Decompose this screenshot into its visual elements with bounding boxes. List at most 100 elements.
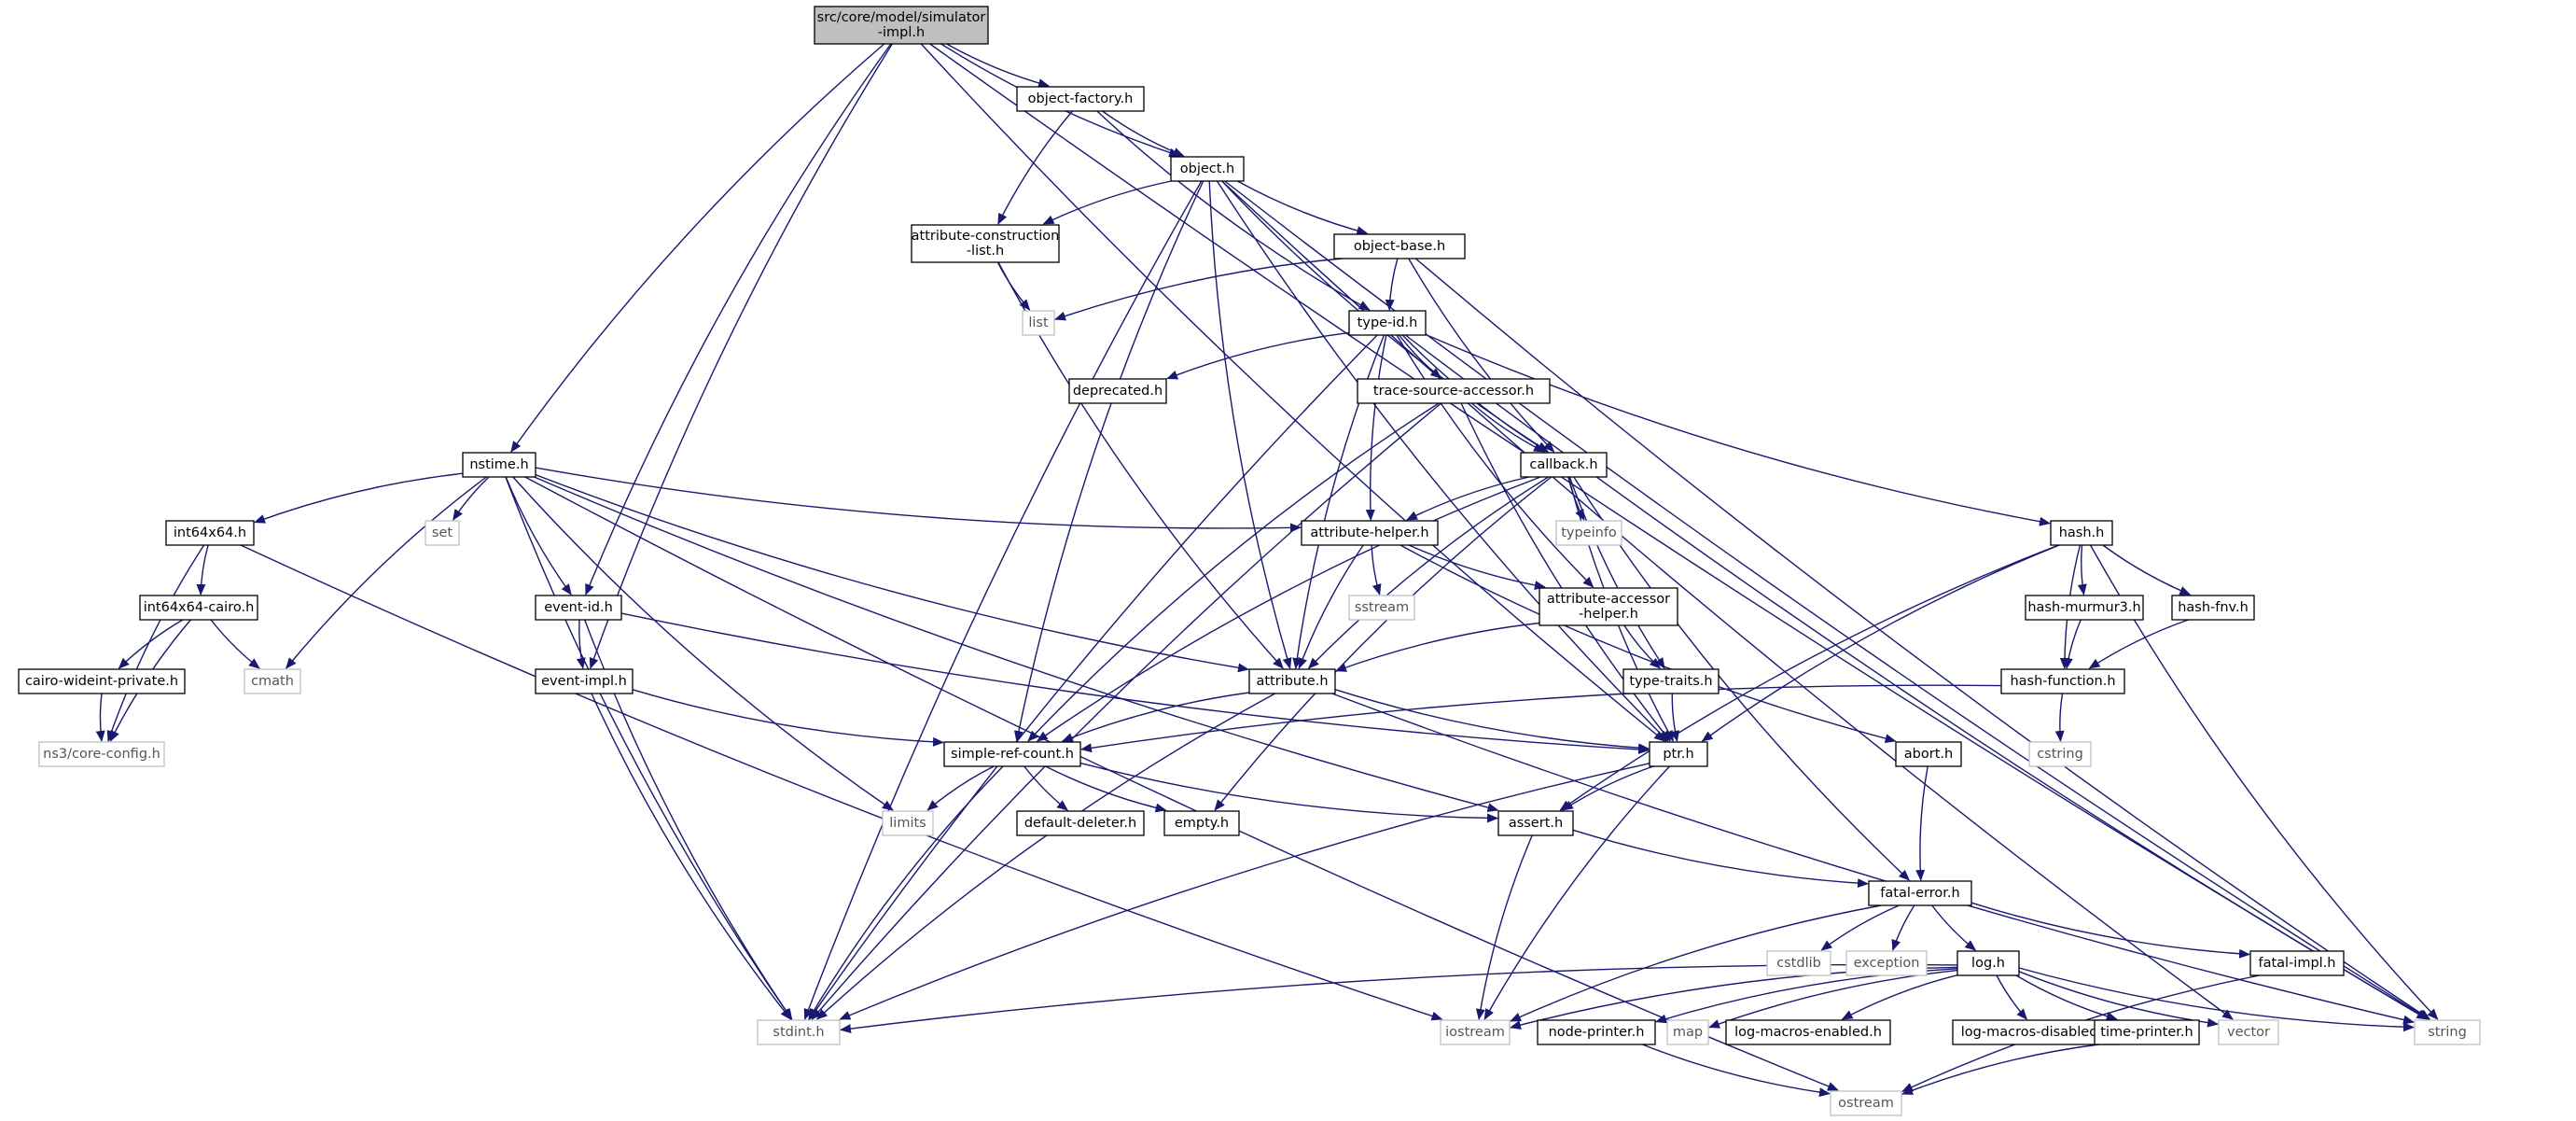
node-box-empty [1163,810,1240,836]
node-label-callback: callback.h [1529,457,1597,472]
node-log-macros-enabled[interactable]: log-macros-enabled.h [1725,1019,1891,1045]
node-box-map [1666,1019,1709,1045]
node-label-int64x64-cairo: int64x64-cairo.h [144,600,255,615]
node-attr-accessor[interactable]: attribute-accessor-helper.h [1539,587,1678,626]
node-log-macros-disabled[interactable]: log-macros-disabled.h [1952,1019,2120,1045]
node-box-attr-accessor [1539,587,1678,626]
edge-simple-ref-count-to-limits [926,765,995,811]
node-label-event-impl: event-impl.h [541,674,627,689]
node-type-traits[interactable]: type-traits.h [1622,668,1720,694]
node-limits: limits [882,810,934,836]
node-object-factory[interactable]: object-factory.h [1016,86,1145,112]
edge-abort-to-fatal-error [1915,765,1929,881]
node-label-attr-accessor: -helper.h [1579,607,1638,622]
node-attr-construction[interactable]: attribute-construction-list.h [911,224,1060,263]
node-object[interactable]: object.h [1170,156,1245,182]
node-label-hash: hash.h [2059,525,2105,540]
node-label-map: map [1673,1025,1703,1040]
edge-simple-ref-count-to-stdint [808,765,1004,1020]
node-hash[interactable]: hash.h [2050,520,2113,546]
node-box-fatal-error [1868,880,1972,906]
node-box-hash-murmur3 [2025,595,2144,621]
node-box-limits [882,810,934,836]
node-ostream: ostream [1830,1090,1902,1116]
node-int64x64-cairo[interactable]: int64x64-cairo.h [139,595,258,621]
node-abort[interactable]: abort.h [1895,741,1962,767]
node-time-printer[interactable]: time-printer.h [2094,1019,2200,1045]
node-int64x64[interactable]: int64x64.h [165,520,255,546]
node-cstring: cstring [2028,741,2092,767]
edge-log-to-vector [2018,971,2219,1028]
node-fatal-impl[interactable]: fatal-impl.h [2249,950,2345,976]
node-attribute-helper[interactable]: attribute-helper.h [1301,520,1439,546]
edge-hash-to-ptr [1701,544,2060,742]
edges [95,43,2439,1098]
node-string: string [2414,1019,2481,1045]
node-nstime[interactable]: nstime.h [462,452,536,478]
edge-event-impl-to-stdint [591,693,792,1020]
edge-trace-source-to-ptr [1460,402,1671,742]
node-object-base[interactable]: object-base.h [1333,233,1466,259]
node-label-simple-ref-count: simple-ref-count.h [951,747,1074,762]
edge-object-factory-to-attr-construction [997,110,1073,225]
node-label-log-macros-enabled: log-macros-enabled.h [1734,1025,1882,1040]
node-label-vector: vector [2227,1025,2270,1040]
node-event-impl[interactable]: event-impl.h [535,668,634,694]
node-node-printer[interactable]: node-printer.h [1537,1019,1656,1045]
node-label-cstdlib: cstdlib [1776,956,1821,971]
node-exception: exception [1845,950,1928,976]
edge-type-id-to-stdint [809,334,1378,1020]
node-default-deleter[interactable]: default-deleter.h [1016,810,1145,836]
node-label-typeinfo: typeinfo [1561,525,1617,540]
node-label-node-printer: node-printer.h [1549,1025,1645,1040]
edge-object-to-attribute [1208,180,1292,669]
node-label-abort: abort.h [1904,747,1953,762]
node-box-abort [1895,741,1962,767]
node-event-id[interactable]: event-id.h [535,595,622,621]
node-box-default-deleter [1016,810,1145,836]
node-label-fatal-error: fatal-error.h [1880,886,1959,901]
node-assert[interactable]: assert.h [1497,810,1574,836]
node-cairo-wideint[interactable]: cairo-wideint-private.h [18,668,186,694]
node-callback[interactable]: callback.h [1520,452,1608,478]
node-type-id[interactable]: type-id.h [1348,310,1427,336]
node-hash-function[interactable]: hash-function.h [2000,668,2125,694]
node-box-int64x64-cairo [139,595,258,621]
node-empty[interactable]: empty.h [1163,810,1240,836]
node-deprecated[interactable]: deprecated.h [1068,378,1167,404]
edge-type-id-to-deprecated [1166,331,1350,380]
node-hash-fnv[interactable]: hash-fnv.h [2171,595,2255,621]
node-box-ptr [1649,741,1708,767]
node-label-stdint: stdint.h [773,1025,824,1040]
node-label-ptr: ptr.h [1663,747,1693,762]
node-label-hash-fnv: hash-fnv.h [2178,600,2249,615]
node-hash-murmur3[interactable]: hash-murmur3.h [2025,595,2144,621]
edge-nstime-to-limits [512,476,894,811]
node-cmath: cmath [244,668,301,694]
node-simulator-impl[interactable]: src/core/model/simulator-impl.h [814,6,989,45]
node-trace-source[interactable]: trace-source-accessor.h [1357,378,1551,404]
node-attribute[interactable]: attribute.h [1248,668,1336,694]
node-box-cstring [2028,741,2092,767]
edge-assert-to-fatal-error [1572,829,1869,889]
node-log[interactable]: log.h [1956,950,2020,976]
node-label-type-traits: type-traits.h [1629,674,1712,689]
edge-simulator-impl-to-event-impl [589,43,893,669]
node-label-log-macros-disabled: log-macros-disabled.h [1961,1025,2110,1040]
edge-callback-to-empty [1214,476,1553,811]
edge-object-base-to-type-id [1385,258,1399,311]
edge-int64x64-to-core-config [106,544,205,742]
edge-attr-accessor-to-attribute [1335,622,1540,672]
node-label-event-id: event-id.h [544,600,613,615]
node-simple-ref-count[interactable]: simple-ref-count.h [943,741,1081,767]
node-ptr[interactable]: ptr.h [1649,741,1708,767]
node-box-cstdlib [1766,950,1831,976]
edge-attr-accessor-to-type-traits [1623,624,1662,669]
edge-simulator-impl-to-nstime [510,43,885,453]
node-box-time-printer [2094,1019,2200,1045]
node-label-nstime: nstime.h [469,457,528,472]
node-label-attr-accessor: attribute-accessor [1547,592,1670,607]
node-fatal-error[interactable]: fatal-error.h [1868,880,1972,906]
edge-time-printer-to-ostream [1901,1044,2099,1095]
edge-hash-function-to-simple-ref-count [1080,684,2002,753]
